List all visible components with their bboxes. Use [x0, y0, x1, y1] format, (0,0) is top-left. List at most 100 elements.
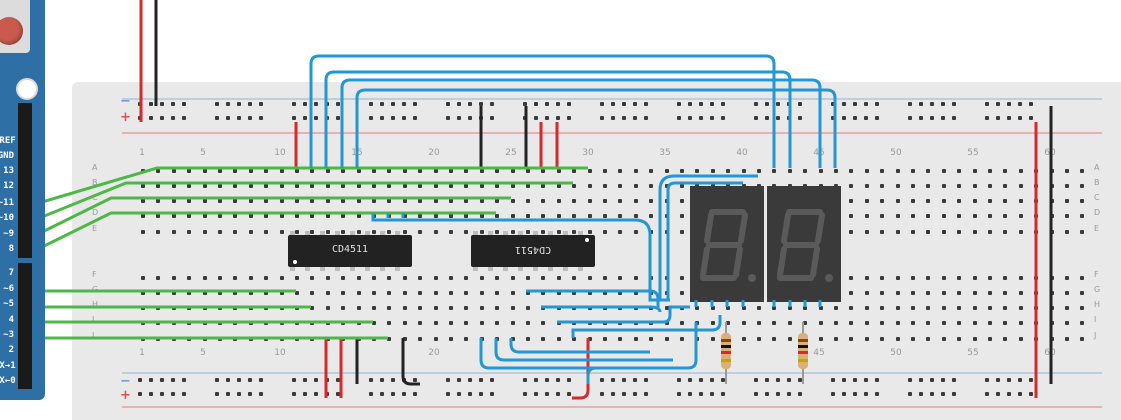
breadboard-hole	[279, 214, 284, 218]
breadboard-hole	[603, 214, 607, 218]
breadboard-hole	[264, 199, 269, 203]
resistor-1[interactable]	[721, 333, 731, 369]
breadboard-hole	[611, 102, 615, 106]
breadboard-hole	[479, 230, 484, 234]
pin-label-7: 7	[8, 268, 14, 278]
breadboard-hole	[798, 392, 802, 396]
breadboard-hole	[171, 102, 175, 106]
seven-segment-display-1[interactable]	[690, 186, 764, 302]
breadboard-hole	[218, 306, 222, 310]
breadboard-hole	[387, 214, 392, 218]
breadboard-hole	[141, 230, 145, 234]
breadboard-hole	[336, 102, 340, 106]
breadboard-hole	[418, 321, 423, 325]
breadboard-hole	[387, 291, 392, 295]
breadboard-hole	[468, 116, 472, 120]
seven-segment-display-2[interactable]	[767, 186, 841, 302]
pin-label-rx0: RX←0	[0, 376, 16, 386]
breadboard-hole	[895, 230, 900, 234]
breadboard-hole	[479, 199, 484, 203]
reset-button[interactable]	[0, 17, 23, 45]
breadboard-hole	[1003, 321, 1008, 325]
breadboard-hole	[726, 169, 731, 173]
breadboard-hole	[556, 291, 561, 295]
breadboard-hole	[1003, 276, 1008, 280]
breadboard-hole	[526, 184, 530, 188]
breadboard-hole	[1018, 321, 1023, 325]
breadboard-hole	[699, 102, 703, 106]
row-letter-i: I	[92, 315, 95, 324]
breadboard-hole	[957, 276, 962, 280]
row-letter-j-right: J	[1094, 331, 1097, 340]
arduino-board[interactable]: AREF GND 13 12 ~11 ~10 ~9 8 7 ~6 ~5 4 ~3…	[0, 0, 45, 400]
breadboard-hole	[572, 214, 577, 218]
breadboard-hole	[649, 184, 654, 188]
breadboard-hole	[202, 199, 207, 203]
breadboard-hole	[259, 116, 263, 120]
breadboard-hole	[842, 116, 846, 120]
breadboard-hole	[248, 116, 252, 120]
breadboard-hole	[572, 306, 577, 310]
breadboard-hole	[356, 214, 361, 218]
breadboard-hole	[248, 230, 253, 234]
breadboard-hole	[664, 184, 669, 188]
breadboard-hole	[187, 291, 192, 295]
cd4511-chip-left[interactable]: CD4511	[288, 235, 412, 267]
breadboard-hole	[1034, 169, 1039, 173]
breadboard-hole	[985, 392, 989, 396]
breadboard-hole	[1080, 276, 1085, 280]
breadboard-hole	[1065, 184, 1069, 188]
breadboard-hole	[1049, 199, 1054, 203]
breadboard-hole	[908, 102, 912, 106]
breadboard-hole	[677, 378, 681, 382]
breadboard-hole	[372, 169, 376, 173]
breadboard-hole	[941, 184, 946, 188]
breadboard-hole	[141, 169, 145, 173]
breadboard-hole	[187, 276, 192, 280]
breadboard-hole	[433, 337, 438, 341]
breadboard-hole	[930, 378, 934, 382]
breadboard-hole	[310, 199, 315, 203]
breadboard-hole	[688, 116, 692, 120]
row-letter-d-right: D	[1094, 208, 1101, 217]
breadboard-hole	[741, 169, 746, 173]
breadboard-hole	[449, 276, 453, 280]
breadboard-hole	[372, 199, 376, 203]
breadboard-hole	[541, 291, 546, 295]
resistor-2[interactable]	[798, 333, 808, 369]
breadboard-hole	[680, 169, 684, 173]
breadboard-hole	[233, 169, 238, 173]
breadboard-hole	[259, 378, 263, 382]
top-plus-rail-line	[122, 132, 1102, 134]
breadboard-hole	[433, 306, 438, 310]
breadboard-hole	[972, 291, 977, 295]
breadboard-hole	[680, 184, 684, 188]
breadboard-hole	[295, 199, 299, 203]
breadboard-hole	[567, 116, 571, 120]
breadboard-hole	[721, 102, 725, 106]
breadboard-hole	[911, 276, 915, 280]
breadboard-hole	[402, 392, 406, 396]
pin-label-gnd: GND	[0, 151, 14, 161]
breadboard[interactable]: − + − + 1 5 10 15 20 25 30 35 40 45 50 5…	[72, 82, 1121, 420]
breadboard-hole	[699, 392, 703, 396]
chip-right-label: CD4511	[514, 244, 552, 255]
breadboard-hole	[1080, 214, 1085, 218]
breadboard-hole	[726, 306, 731, 310]
breadboard-hole	[1080, 169, 1085, 173]
breadboard-hole	[141, 306, 145, 310]
breadboard-hole	[754, 116, 758, 120]
breadboard-hole	[926, 306, 931, 310]
breadboard-hole	[622, 392, 626, 396]
breadboard-hole	[831, 378, 835, 382]
breadboard-hole	[649, 291, 654, 295]
breadboard-hole	[141, 321, 145, 325]
breadboard-hole	[864, 116, 868, 120]
breadboard-hole	[849, 214, 854, 218]
breadboard-hole	[622, 102, 626, 106]
cd4511-chip-right[interactable]: CD4511	[471, 235, 595, 267]
breadboard-hole	[534, 102, 538, 106]
breadboard-hole	[295, 230, 299, 234]
breadboard-hole	[787, 392, 791, 396]
breadboard-hole	[341, 306, 346, 310]
